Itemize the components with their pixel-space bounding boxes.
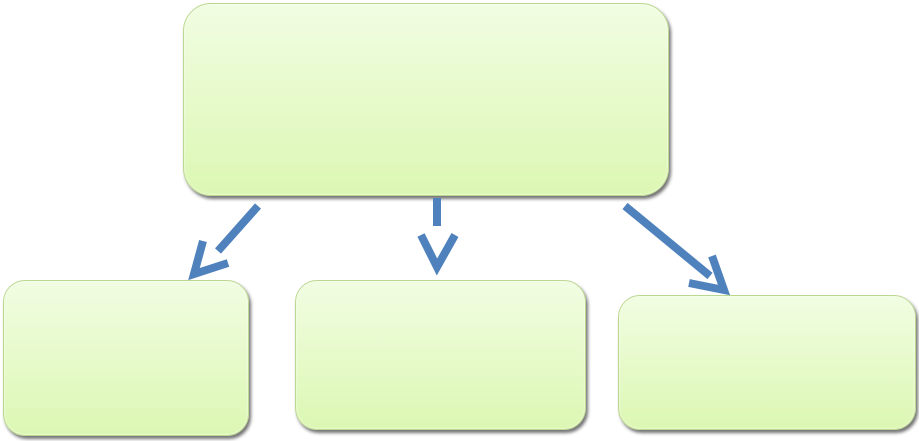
- middle-child-node-box: [295, 280, 586, 430]
- arrow-head-right: [688, 254, 731, 296]
- right-child-node-box: [618, 295, 916, 430]
- arrow-head-left: [188, 239, 230, 281]
- arrow-head-middle: [417, 233, 459, 276]
- arrow-shaft-left: [215, 203, 261, 254]
- top-node-box: [183, 3, 669, 196]
- arrow-to-right-child: [622, 202, 731, 296]
- arrow-to-left-child: [188, 203, 261, 281]
- arrow-shaft-right: [622, 202, 713, 280]
- left-child-node-box: [3, 280, 249, 436]
- arrow-to-middle-child: [417, 198, 459, 276]
